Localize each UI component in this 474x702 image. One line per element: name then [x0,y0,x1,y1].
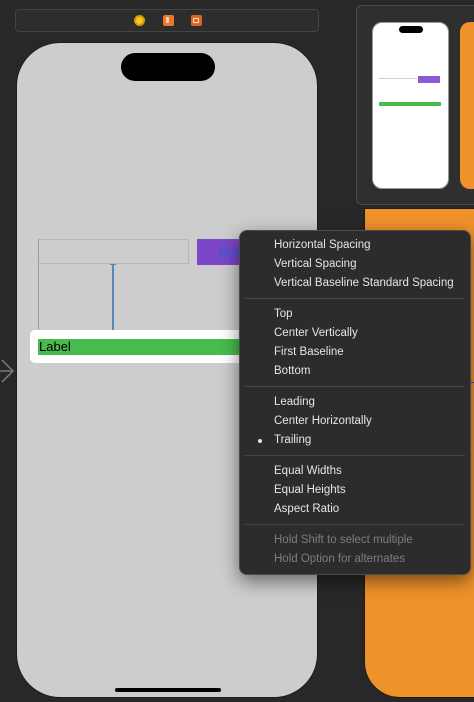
menu-item-vertical-spacing[interactable]: Vertical Spacing [274,258,357,270]
exit-icon[interactable] [191,15,202,26]
menu-item-top[interactable]: Top [274,308,293,320]
constraint-context-menu: Horizontal Spacing Vertical Spacing Vert… [239,230,471,575]
menu-item-bottom[interactable]: Bottom [274,365,311,377]
label-element[interactable]: Label [38,339,248,355]
thumbnail-text-field [379,78,417,79]
menu-item-aspect-ratio[interactable]: Aspect Ratio [274,503,340,515]
leading-alignment-guide [38,239,39,339]
menu-item-vertical-baseline-standard-spacing[interactable]: Vertical Baseline Standard Spacing [274,277,454,289]
scene-preview-thumbnail[interactable] [356,5,474,205]
menu-item-equal-widths[interactable]: Equal Widths [274,465,342,477]
view-controller-icon[interactable] [134,15,145,26]
menu-item-trailing[interactable]: Trailing [240,431,470,450]
menu-item-leading[interactable]: Leading [274,396,315,408]
menu-separator [245,386,465,387]
thumbnail-device [372,22,449,189]
menu-item-center-vertically[interactable]: Center Vertically [274,327,358,339]
home-indicator [115,688,221,692]
text-field[interactable] [38,239,189,264]
dynamic-island [121,53,215,81]
menu-separator [245,524,465,525]
thumbnail-button [418,76,440,83]
orange-scene-constraint [469,382,474,383]
menu-separator [245,455,465,456]
scene-dock [15,9,319,32]
menu-hint-option-alternates: Hold Option for alternates [274,553,406,565]
menu-item-horizontal-spacing[interactable]: Horizontal Spacing [274,239,371,251]
menu-hint-shift-multiple: Hold Shift to select multiple [274,534,413,546]
menu-item-center-horizontally[interactable]: Center Horizontally [274,415,372,427]
menu-item-first-baseline[interactable]: First Baseline [274,346,344,358]
menu-item-equal-heights[interactable]: Equal Heights [274,484,346,496]
thumbnail-island [399,26,423,33]
thumbnail-orange-scene [460,22,474,189]
thumbnail-label [379,102,441,106]
menu-item-label: Trailing [274,434,312,446]
first-responder-icon[interactable] [163,15,174,26]
menu-separator [245,298,465,299]
checkmark-dot-icon [258,439,262,443]
storyboard-entry-arrow-icon [0,359,15,383]
